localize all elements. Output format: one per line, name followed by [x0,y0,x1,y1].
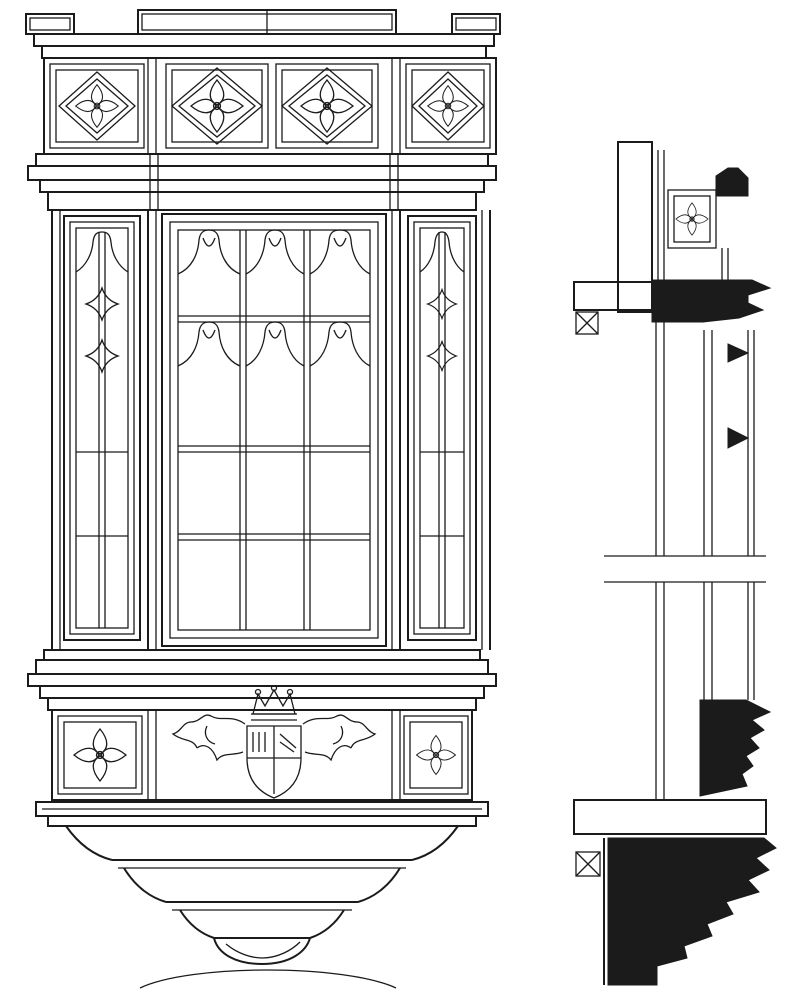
section-jamb-upper [655,322,755,556]
section-wall-post [617,141,653,313]
oriel-elevation [25,9,501,989]
quatrefoil-frieze [43,57,497,155]
wall-arc [139,969,397,989]
top-cap-blocks [25,9,501,35]
section-sill-molding [699,699,772,797]
lower-panel-left [57,715,143,795]
heraldic-cartouche [171,684,377,799]
side-light-left [63,215,141,641]
mantling [171,714,377,762]
section-corbel-molding [607,837,777,986]
frieze-panel-left [49,63,145,149]
mid-cornice [27,153,497,211]
section-x-marker-lower [575,851,601,877]
window-body [51,210,491,650]
section-x-marker-upper [575,311,599,335]
section-wedge-stop-mid [727,427,750,449]
section-frieze-panel [667,189,717,249]
section-jamb-lower [655,582,755,700]
section-transom-break [604,555,766,583]
corbel-base [35,801,489,989]
section-wedge-stop-upper [727,343,750,363]
shield [246,725,302,799]
section-floor-beam-upper [573,281,653,311]
lower-panel-right [403,715,469,795]
lower-frieze [51,684,473,801]
section-cornice-molding [651,279,772,323]
frieze-panel-right [405,63,491,149]
side-light-right [407,215,477,641]
crown [251,684,297,721]
frieze-panel-center-2 [275,63,379,149]
sill-cornice [27,649,497,711]
section-profile [573,141,777,986]
section-floor-beam-lower [573,799,767,835]
center-window [161,213,387,647]
section-cap-molding [715,167,749,197]
frieze-panel-center-1 [165,63,269,149]
